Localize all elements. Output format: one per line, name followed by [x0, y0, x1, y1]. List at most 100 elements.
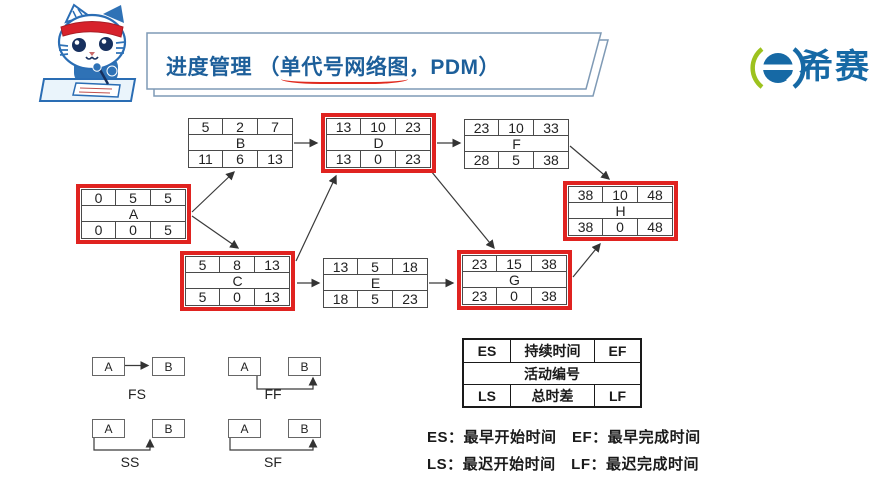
node-G-table: 23 15 38 G 23 0 38	[462, 255, 567, 305]
node-A-es: 0	[82, 190, 116, 206]
node-G-ef: 38	[532, 256, 566, 272]
node-G-es: 23	[463, 256, 497, 272]
node-E-duration: 5	[358, 259, 393, 275]
title-underlined-segment: 单代号网络图	[280, 51, 409, 84]
node-H-table: 38 10 48 H 38 0 48	[568, 186, 673, 236]
node-E-ef: 18	[393, 259, 427, 275]
node-A-ls: 0	[82, 222, 116, 238]
node-A-float: 0	[116, 222, 151, 238]
node-C-ls: 5	[186, 289, 220, 305]
node-D-ef: 23	[396, 119, 430, 135]
node-H-lf: 48	[647, 219, 663, 235]
fs-box-b: B	[152, 357, 185, 376]
node-H-id: H	[569, 203, 672, 219]
ss-box-b: B	[152, 419, 185, 438]
node-H-float: 0	[603, 219, 638, 235]
node-G: 23 15 38 G 23 0 38	[457, 250, 572, 310]
relation-connectors	[93, 361, 318, 451]
node-D-ls: 13	[327, 151, 361, 167]
node-D-table: 13 10 23 D 13 0 23	[326, 118, 431, 168]
ff-label: FF	[264, 386, 282, 402]
node-C-duration: 8	[220, 257, 255, 273]
note-late-times: LS：最迟开始时间 LF：最迟完成时间	[427, 456, 699, 473]
title-suffix: ，PDM）	[408, 56, 501, 79]
node-D-id: D	[327, 135, 430, 151]
node-B: 5 2 7 B 11 6 13	[183, 113, 298, 173]
fs-label: FS	[128, 386, 146, 402]
node-G-id: G	[463, 272, 566, 288]
legend-es: ES	[477, 343, 497, 359]
node-D-duration: 10	[361, 119, 396, 135]
node-E: 13 5 18 E 18 5 23	[318, 253, 433, 313]
edge-A-B	[191, 171, 235, 213]
node-B-es: 5	[189, 119, 223, 135]
node-F-id: F	[465, 136, 568, 152]
node-D-lf: 23	[405, 151, 421, 167]
legend-float: 总时差	[510, 384, 594, 406]
node-A: 0 5 5 A 0 0 5	[76, 184, 191, 244]
node-C-float: 0	[220, 289, 255, 305]
logo-wordmark: 希赛	[799, 48, 871, 86]
connector-ss	[93, 437, 155, 451]
node-C-table: 5 8 13 C 5 0 13	[185, 256, 290, 306]
node-H-ef: 48	[638, 187, 672, 203]
edge-A-C	[191, 215, 240, 249]
node-F-float: 5	[499, 152, 534, 168]
node-B-id: B	[189, 135, 292, 151]
node-E-table: 13 5 18 E 18 5 23	[323, 258, 428, 308]
legend-lf: LF	[594, 384, 640, 406]
node-E-ls: 18	[324, 291, 358, 307]
node-C-es: 5	[186, 257, 220, 273]
node-F-lf: 38	[543, 152, 559, 168]
node-A-duration: 5	[116, 190, 151, 206]
note-early-times: ES：最早开始时间 EF：最早完成时间	[427, 429, 701, 446]
node-D-float: 0	[361, 151, 396, 167]
node-D: 13 10 23 D 13 0 23	[321, 113, 436, 173]
mascot-cat-icon	[38, 3, 137, 102]
legend-ls: LS	[464, 384, 510, 406]
node-C: 5 8 13 C 5 0 13	[180, 251, 295, 311]
sf-box-a: A	[228, 419, 261, 438]
legend-table: ES 持续时间 EF 活动编号 LS 总时差 LF	[462, 338, 642, 408]
legend-duration: 持续时间	[510, 340, 594, 362]
ff-box-b: B	[288, 357, 321, 376]
node-E-id: E	[324, 275, 427, 291]
title-prefix: 进度管理 （	[166, 56, 280, 79]
edge-F-H	[569, 145, 611, 180]
node-H-duration: 10	[603, 187, 638, 203]
ss-label: SS	[120, 454, 140, 470]
node-F-duration: 10	[499, 120, 534, 136]
node-A-lf: 5	[164, 222, 172, 238]
node-B-ef: 7	[258, 119, 292, 135]
node-H-ls: 38	[569, 219, 603, 235]
node-C-id: C	[186, 273, 289, 289]
node-G-lf: 38	[541, 288, 557, 304]
node-B-ls: 11	[189, 151, 223, 167]
node-B-table: 5 2 7 B 11 6 13	[188, 118, 293, 168]
node-H-es: 38	[569, 187, 603, 203]
node-D-es: 13	[327, 119, 361, 135]
legend-activity: 活动编号	[464, 362, 640, 384]
edge-C-D	[295, 174, 337, 262]
node-G-ls: 23	[463, 288, 497, 304]
node-A-table: 0 5 5 A 0 0 5	[81, 189, 186, 239]
node-A-ef: 5	[151, 190, 185, 206]
sf-label: SF	[264, 454, 282, 470]
node-G-float: 0	[497, 288, 532, 304]
sf-box-b: B	[288, 419, 321, 438]
node-F-ls: 28	[465, 152, 499, 168]
edge-D-G	[430, 170, 495, 250]
logo-mark-icon	[750, 47, 806, 89]
ff-box-a: A	[228, 357, 261, 376]
connector-sf	[229, 437, 318, 451]
node-E-float: 5	[358, 291, 393, 307]
node-C-lf: 13	[264, 289, 280, 305]
node-C-ef: 13	[255, 257, 289, 273]
node-B-lf: 13	[267, 151, 283, 167]
node-F-es: 23	[465, 120, 499, 136]
node-H: 38 10 48 H 38 0 48	[563, 181, 678, 241]
edge-G-H	[572, 242, 601, 278]
node-E-es: 13	[324, 259, 358, 275]
node-F-ef: 33	[534, 120, 568, 136]
